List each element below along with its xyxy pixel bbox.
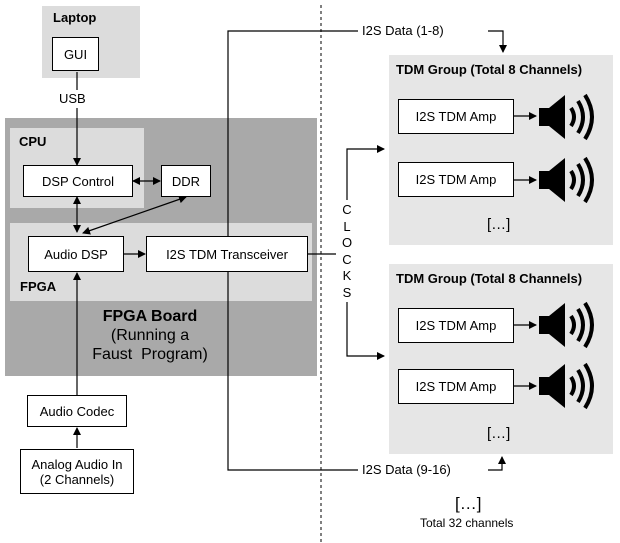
- tdm-group-1-ellipsis: […]: [487, 216, 511, 233]
- tdm-group-2-region: [389, 264, 613, 454]
- clocks-letter: O: [341, 235, 353, 250]
- clock-bottom-wire: [346, 302, 385, 360]
- clocks-label: C L O C K S: [339, 202, 355, 301]
- footer-ellipsis: […]: [455, 494, 482, 513]
- clock-top-wire: [346, 145, 385, 200]
- gui-box: GUI: [52, 37, 99, 71]
- clocks-letter: L: [343, 218, 351, 234]
- analog-audio-in-line2: (2 Channels): [39, 471, 115, 487]
- analog-audio-in-box: Analog Audio In (2 Channels): [20, 449, 134, 494]
- i2s-data-top-arrow: [488, 30, 507, 53]
- tdm-amp-2-2: I2S TDM Amp: [398, 369, 514, 404]
- fpga-title: FPGA: [20, 279, 57, 294]
- fpga-board-subtitle-2: Faust Program): [92, 346, 208, 363]
- tdm-group-2-ellipsis: […]: [487, 425, 511, 442]
- tdm-amp-1-1: I2S TDM Amp: [398, 99, 514, 134]
- clocks-letter: C: [342, 251, 352, 267]
- transceiver-box: I2S TDM Transceiver: [146, 236, 308, 272]
- footer-total-channels: Total 32 channels: [420, 516, 514, 530]
- clocks-letter: K: [342, 268, 352, 283]
- i2s-data-bottom-label: I2S Data (9-16): [362, 462, 451, 477]
- i2s-data-bottom-wire: [227, 254, 358, 471]
- cpu-title: CPU: [19, 134, 47, 149]
- clocks-letter: C: [342, 202, 352, 217]
- analog-audio-in-line1: Analog Audio In: [31, 456, 123, 472]
- dsp-control-box: DSP Control: [23, 165, 133, 197]
- usb-label: USB: [59, 91, 86, 106]
- speaker-icon: [539, 93, 594, 141]
- tdm-group-1-title: TDM Group (Total 8 Channels): [396, 62, 583, 77]
- laptop-title: Laptop: [53, 10, 97, 25]
- tdm-group-2-title: TDM Group (Total 8 Channels): [396, 271, 583, 286]
- fpga-board-title: FPGA Board: [102, 308, 198, 325]
- i2s-data-top-label: I2S Data (1-8): [362, 23, 444, 38]
- tdm-group-1-region: [389, 55, 613, 245]
- audio-dsp-box: Audio DSP: [28, 236, 124, 272]
- ddr-audiodsp-wire: [82, 195, 187, 235]
- ddr-box: DDR: [161, 165, 211, 197]
- fpga-board-subtitle-1: (Running a: [110, 327, 190, 344]
- speaker-icon: [539, 301, 594, 349]
- clocks-letter: S: [342, 284, 352, 300]
- speaker-icon: [539, 156, 594, 204]
- audio-codec-box: Audio Codec: [27, 395, 127, 427]
- speaker-icon: [539, 362, 594, 410]
- tdm-amp-1-2: I2S TDM Amp: [398, 162, 514, 197]
- i2s-data-bottom-arrow: [488, 456, 506, 471]
- tdm-amp-2-1: I2S TDM Amp: [398, 308, 514, 343]
